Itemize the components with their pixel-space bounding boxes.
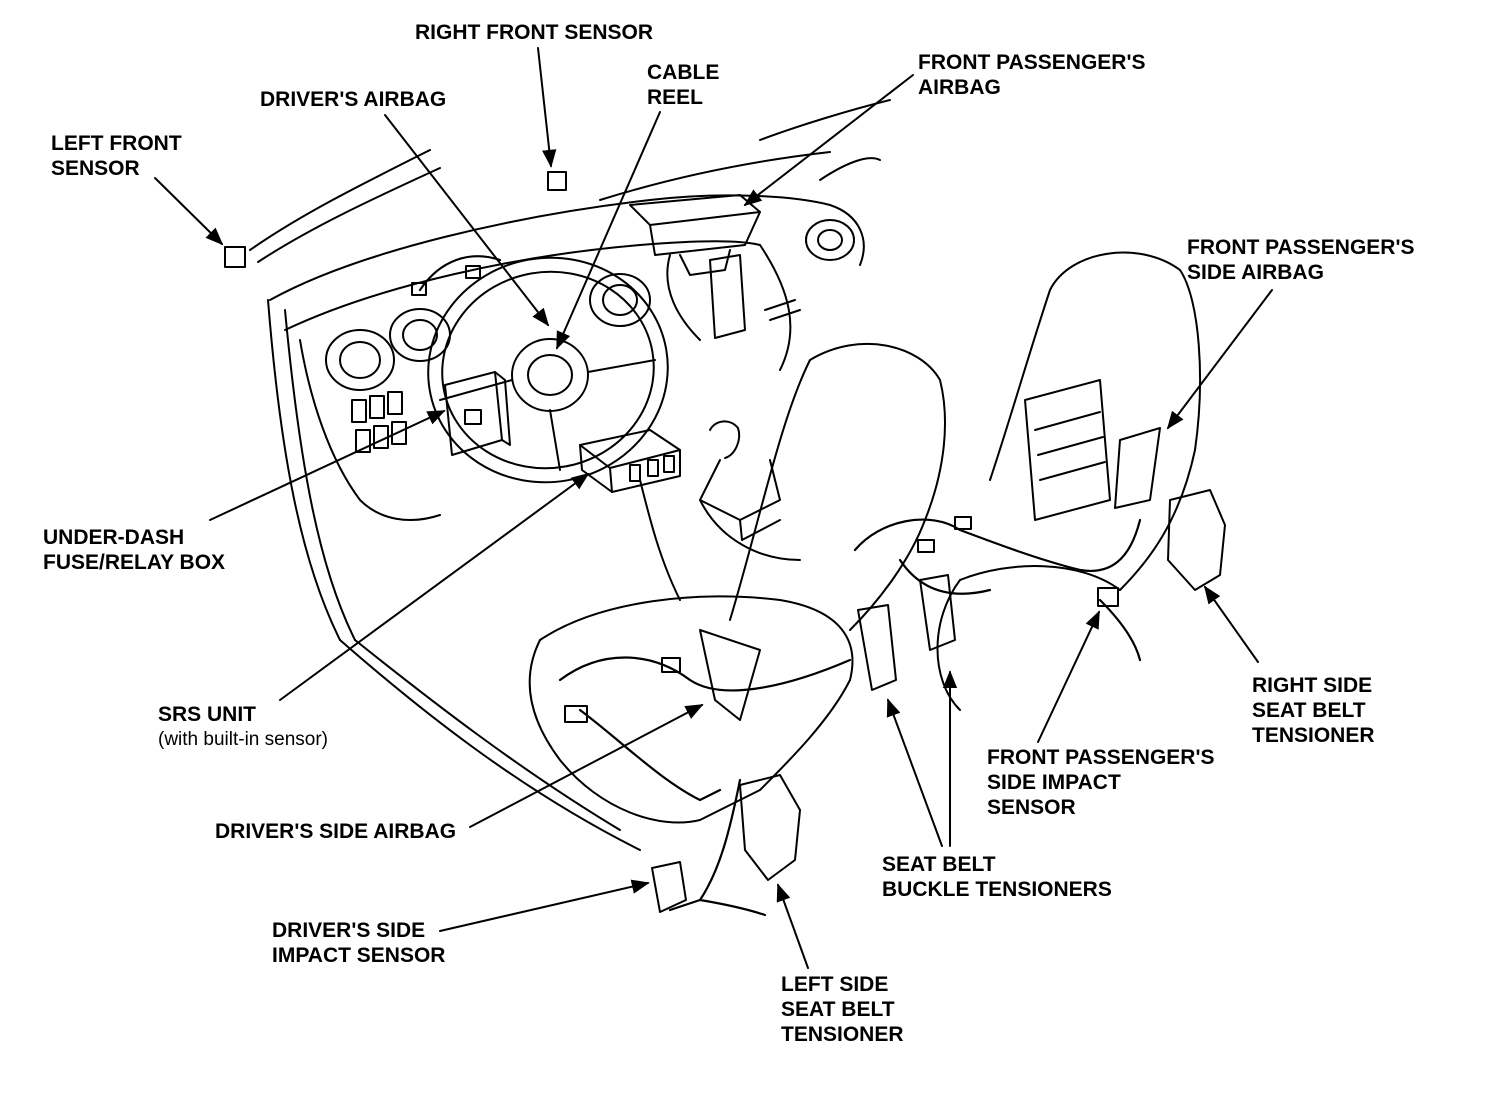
label-line: SEAT BELT	[1252, 699, 1366, 722]
wiring-harness	[418, 255, 1142, 917]
label-left-side-seat-belt-tensioner: LEFT SIDE SEAT BELT TENSIONER	[781, 972, 904, 1047]
label-line: SEAT BELT	[882, 853, 996, 876]
label-drivers-side-impact-sensor: DRIVER'S SIDE IMPACT SENSOR	[272, 918, 445, 968]
label-line: FRONT PASSENGER'S	[918, 51, 1146, 74]
label-line: RIGHT SIDE	[1252, 674, 1373, 697]
label-under-dash-fuse-relay-box: UNDER-DASH FUSE/RELAY BOX	[43, 525, 225, 575]
component-boxes	[224, 171, 1226, 913]
label-drivers-airbag: DRIVER'S AIRBAG	[260, 87, 446, 112]
label-line: FRONT PASSENGER'S	[1187, 236, 1415, 259]
label-line: SEAT BELT	[781, 998, 895, 1021]
label-drivers-side-airbag: DRIVER'S SIDE AIRBAG	[215, 819, 456, 844]
label-cable-reel: CABLE REEL	[647, 60, 719, 110]
leader-lines	[154, 47, 1273, 969]
fuse-relay-box-drawing	[444, 371, 511, 456]
label-line: IMPACT SENSOR	[272, 944, 446, 967]
label-line: SENSOR	[51, 157, 140, 180]
srs-unit-drawing	[579, 429, 681, 493]
label-line: LEFT FRONT	[51, 132, 182, 155]
label-line: FRONT PASSENGER'S	[987, 746, 1215, 769]
label-line: SENSOR	[987, 796, 1076, 819]
label-line: SIDE IMPACT	[987, 771, 1121, 794]
label-line: UNDER-DASH	[43, 526, 185, 549]
label-front-passengers-side-impact-sensor: FRONT PASSENGER'S SIDE IMPACT SENSOR	[987, 745, 1214, 820]
driver-seat	[528, 342, 946, 824]
label-line: RIGHT FRONT SENSOR	[415, 21, 654, 44]
label-srs-unit: SRS UNIT (with built-in sensor)	[158, 702, 328, 752]
body-outline	[249, 99, 891, 851]
label-line: FUSE/RELAY BOX	[43, 551, 226, 574]
label-line: TENSIONER	[1252, 724, 1375, 747]
label-line: DRIVER'S SIDE AIRBAG	[215, 820, 457, 843]
label-line: DRIVER'S AIRBAG	[260, 88, 447, 111]
passenger-airbag-module	[629, 194, 761, 341]
label-left-front-sensor: LEFT FRONT SENSOR	[51, 131, 182, 181]
steering-wheel	[427, 256, 669, 484]
label-line: REEL	[647, 86, 704, 109]
label-line: BUCKLE TENSIONERS	[882, 878, 1112, 901]
label-line: AIRBAG	[918, 76, 1001, 99]
label-line: DRIVER'S SIDE	[272, 919, 426, 942]
label-right-front-sensor: RIGHT FRONT SENSOR	[415, 20, 653, 45]
dashboard	[269, 194, 865, 521]
passenger-seat	[936, 251, 1201, 711]
label-seat-belt-buckle-tensioners: SEAT BELT BUCKLE TENSIONERS	[882, 852, 1112, 902]
label-line: SIDE AIRBAG	[1187, 261, 1324, 284]
label-line: LEFT SIDE	[781, 973, 889, 996]
label-line: CABLE	[647, 61, 720, 84]
label-line: SRS UNIT	[158, 703, 257, 726]
label-front-passengers-airbag: FRONT PASSENGER'S AIRBAG	[918, 50, 1145, 100]
label-line: TENSIONER	[781, 1023, 904, 1046]
label-front-passengers-side-airbag: FRONT PASSENGER'S SIDE AIRBAG	[1187, 235, 1414, 285]
label-right-side-seat-belt-tensioner: RIGHT SIDE SEAT BELT TENSIONER	[1252, 673, 1375, 748]
label-subtitle: (with built-in sensor)	[158, 729, 328, 750]
center-console	[639, 420, 801, 601]
